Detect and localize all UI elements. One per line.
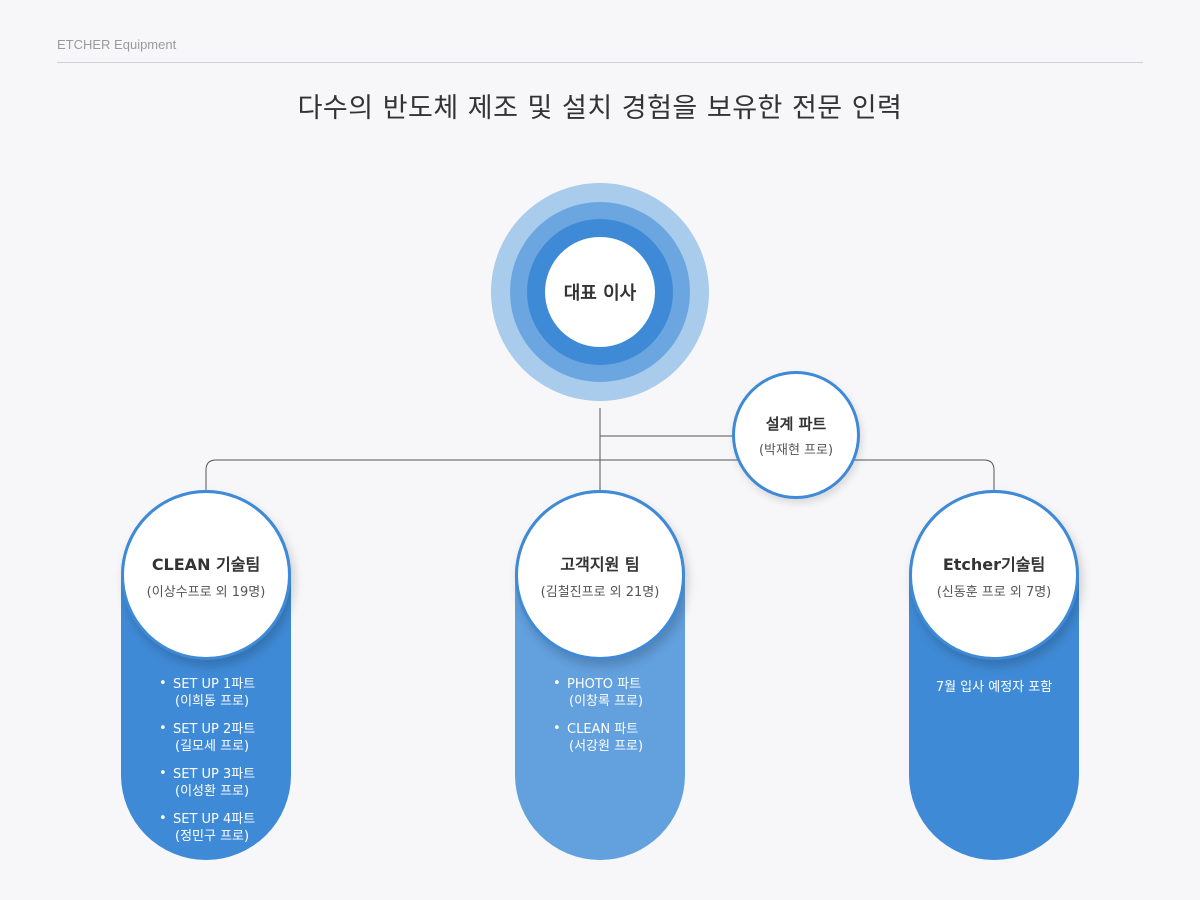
team-name: 고객지원 팀 bbox=[560, 554, 640, 574]
member-name: SET UP 4파트 bbox=[173, 812, 256, 827]
member-name: PHOTO 파트 bbox=[567, 677, 642, 692]
member-lead: (정민구 프로) bbox=[175, 829, 250, 844]
team-etcher-circle: Etcher기술팀 (신동훈 프로 외 7명) bbox=[909, 490, 1079, 660]
list-item: • SET UP 1파트 (이희동 프로) bbox=[121, 676, 291, 710]
member-lead: (길모세 프로) bbox=[175, 739, 250, 754]
team-lead: (신동훈 프로 외 7명) bbox=[936, 584, 1052, 600]
list-item: • SET UP 4파트 (정민구 프로) bbox=[121, 811, 291, 845]
header-divider bbox=[57, 62, 1143, 63]
design-part-lead: (박재현 프로) bbox=[758, 442, 834, 458]
brand-label: ETCHER Equipment bbox=[57, 37, 177, 52]
list-item: • SET UP 2파트 (길모세 프로) bbox=[121, 721, 291, 755]
design-part-name: 설계 파트 bbox=[765, 414, 827, 433]
team-clean-pill: CLEAN 기술팀 (이상수프로 외 19명) • SET UP 1파트 (이희… bbox=[121, 490, 291, 860]
member-lead: (이희동 프로) bbox=[175, 694, 250, 709]
team-etcher-pill: Etcher기술팀 (신동훈 프로 외 7명) 7월 입사 예정자 포함 bbox=[909, 490, 1079, 860]
team-lead: (이상수프로 외 19명) bbox=[146, 584, 266, 600]
member-name: SET UP 1파트 bbox=[173, 677, 256, 692]
bullet-icon: • bbox=[553, 676, 561, 691]
connector-team-bus bbox=[205, 459, 995, 490]
page-title: 다수의 반도체 제조 및 설치 경험을 보유한 전문 인력 bbox=[297, 93, 903, 124]
team-clean-members: • SET UP 1파트 (이희동 프로) • SET UP 2파트 (길모세 … bbox=[121, 676, 291, 856]
team-name: CLEAN 기술팀 bbox=[151, 554, 261, 574]
team-lead: (김철진프로 외 21명) bbox=[540, 584, 660, 600]
ceo-node: 대표 이사 bbox=[545, 237, 655, 347]
member-lead: (이성환 프로) bbox=[175, 784, 250, 799]
member-lead: (서강원 프로) bbox=[569, 739, 644, 754]
team-name: Etcher기술팀 bbox=[942, 554, 1046, 574]
member-name: SET UP 2파트 bbox=[173, 722, 256, 737]
list-item: • CLEAN 파트 (서강원 프로) bbox=[515, 721, 685, 755]
team-support-pill: 고객지원 팀 (김철진프로 외 21명) • PHOTO 파트 (이창록 프로)… bbox=[515, 490, 685, 860]
list-item: • SET UP 3파트 (이성환 프로) bbox=[121, 766, 291, 800]
bullet-icon: • bbox=[159, 676, 167, 691]
bullet-icon: • bbox=[159, 811, 167, 826]
member-lead: (이창록 프로) bbox=[569, 694, 644, 709]
team-support-circle: 고객지원 팀 (김철진프로 외 21명) bbox=[515, 490, 685, 660]
bullet-icon: • bbox=[159, 721, 167, 736]
list-item: • PHOTO 파트 (이창록 프로) bbox=[515, 676, 685, 710]
member-name: SET UP 3파트 bbox=[173, 767, 256, 782]
design-part-node: 설계 파트 (박재현 프로) bbox=[732, 371, 860, 499]
bullet-icon: • bbox=[159, 766, 167, 781]
member-name: CLEAN 파트 bbox=[567, 722, 639, 737]
team-note: 7월 입사 예정자 포함 bbox=[935, 680, 1053, 695]
team-clean-circle: CLEAN 기술팀 (이상수프로 외 19명) bbox=[121, 490, 291, 660]
bullet-icon: • bbox=[553, 721, 561, 736]
team-support-members: • PHOTO 파트 (이창록 프로) • CLEAN 파트 (서강원 프로) bbox=[515, 676, 685, 766]
ceo-label: 대표 이사 bbox=[563, 283, 637, 304]
team-etcher-members: 7월 입사 예정자 포함 bbox=[909, 676, 1079, 695]
